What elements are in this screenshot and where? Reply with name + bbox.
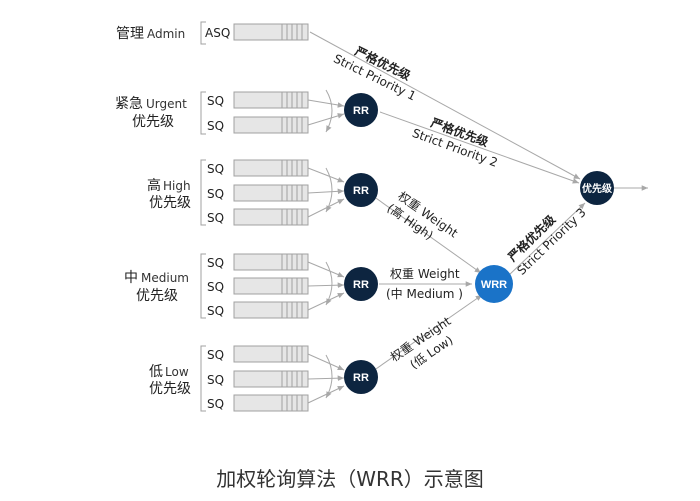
low-name-cn2: 优先级 <box>149 381 191 397</box>
weight-medium-2: (中 Medium ) <box>386 286 463 301</box>
queue-bars <box>233 23 309 412</box>
urgent-name-cn2: 优先级 <box>132 114 174 130</box>
queue-bar-low-2 <box>233 370 309 388</box>
queue-bar-high-2 <box>233 184 309 202</box>
queue-bar-urgent-1 <box>233 91 309 109</box>
group-label-medium: 中 Medium 优先级 <box>124 270 189 304</box>
queue-label-high-3: SQ <box>207 211 224 225</box>
queue-label-high-2: SQ <box>207 187 224 201</box>
label-strict-3: 严格优先级 Strict Priority 3 <box>504 205 589 278</box>
edge-strict-2 <box>379 111 580 184</box>
queue-bar-medium-2 <box>233 277 309 295</box>
group-label-admin: 管理 Admin <box>116 26 185 42</box>
label-weight-high: 权重 Weight (高 High) <box>384 189 460 243</box>
admin-name-en: Admin <box>147 27 185 41</box>
high-name-en: High <box>163 179 191 193</box>
queue-connectors <box>307 99 345 404</box>
bracket-medium <box>200 253 206 319</box>
node-rr-urgent: RR <box>344 93 378 127</box>
scheduler-edges <box>309 31 648 372</box>
medium-name-cn: 中 <box>124 270 138 286</box>
group-label-low: 低 Low 优先级 <box>149 364 191 397</box>
urgent-name-cn: 紧急 <box>115 96 143 112</box>
queue-bar-high-3 <box>233 208 309 226</box>
edge-strict-1 <box>309 31 581 180</box>
queue-label-urgent-2: SQ <box>207 119 224 133</box>
wrr-label: WRR <box>481 279 507 291</box>
rr-urgent-label: RR <box>353 105 369 117</box>
queue-label-urgent-1: SQ <box>207 94 224 108</box>
bracket-admin <box>200 21 206 45</box>
node-wrr: WRR <box>475 265 513 303</box>
edge-strict-3 <box>507 202 586 277</box>
bracket-low <box>200 345 206 412</box>
queue-label-medium-1: SQ <box>207 256 224 270</box>
queue-bar-low-1 <box>233 345 309 363</box>
node-rr-medium: RR <box>344 267 378 301</box>
queue-bar-medium-1 <box>233 253 309 271</box>
edge-weight-high <box>372 195 482 274</box>
queue-bar-high-1 <box>233 159 309 177</box>
rr-medium-label: RR <box>353 279 369 291</box>
high-name-cn2: 优先级 <box>149 195 191 211</box>
bracket-high <box>200 159 206 226</box>
rr-high-label: RR <box>353 185 369 197</box>
figure-caption: 加权轮询算法（WRR）示意图 <box>216 467 484 491</box>
medium-name-en: Medium <box>141 271 189 285</box>
queue-bar-medium-3 <box>233 301 309 319</box>
queue-label-low-1: SQ <box>207 348 224 362</box>
queue-label-high-1: SQ <box>207 162 224 176</box>
round-robin-arcs <box>325 89 333 399</box>
queue-label-low-3: SQ <box>207 397 224 411</box>
node-rr-low: RR <box>344 360 378 394</box>
queue-label-asq: ASQ <box>205 26 230 40</box>
node-rr-high: RR <box>344 173 378 207</box>
queue-bar-urgent-2 <box>233 116 309 134</box>
queue-label-medium-2: SQ <box>207 280 224 294</box>
queue-label-medium-3: SQ <box>207 304 224 318</box>
bracket-urgent <box>200 91 206 135</box>
queue-label-low-2: SQ <box>207 373 224 387</box>
queue-bar-low-3 <box>233 394 309 412</box>
priority-label: 优先级 <box>582 182 613 195</box>
node-priority: 优先级 <box>580 171 614 205</box>
group-label-high: 高 High 优先级 <box>147 177 191 211</box>
edge-weight-low <box>372 294 483 372</box>
group-brackets <box>200 21 206 412</box>
high-name-cn: 高 <box>147 177 161 194</box>
rr-low-label: RR <box>353 372 369 384</box>
edge-labels: 严格优先级 Strict Priority 1 严格优先级 Strict Pri… <box>331 43 589 372</box>
medium-name-cn2: 优先级 <box>136 288 178 304</box>
urgent-name-en: Urgent <box>146 97 187 111</box>
queue-labels: ASQ SQ SQ SQ SQ SQ SQ SQ SQ SQ SQ SQ <box>205 26 230 411</box>
queue-bar-asq <box>233 23 309 41</box>
admin-name-cn: 管理 <box>116 26 144 42</box>
low-name-cn: 低 <box>149 364 163 380</box>
label-weight-medium: 权重 Weight (中 Medium ) <box>386 267 463 301</box>
low-name-en: Low <box>165 365 189 379</box>
label-weight-low: 权重 Weight (低 Low) <box>388 314 456 372</box>
group-label-urgent: 紧急 Urgent 优先级 <box>115 96 187 130</box>
weight-medium-1: 权重 Weight <box>390 267 460 281</box>
